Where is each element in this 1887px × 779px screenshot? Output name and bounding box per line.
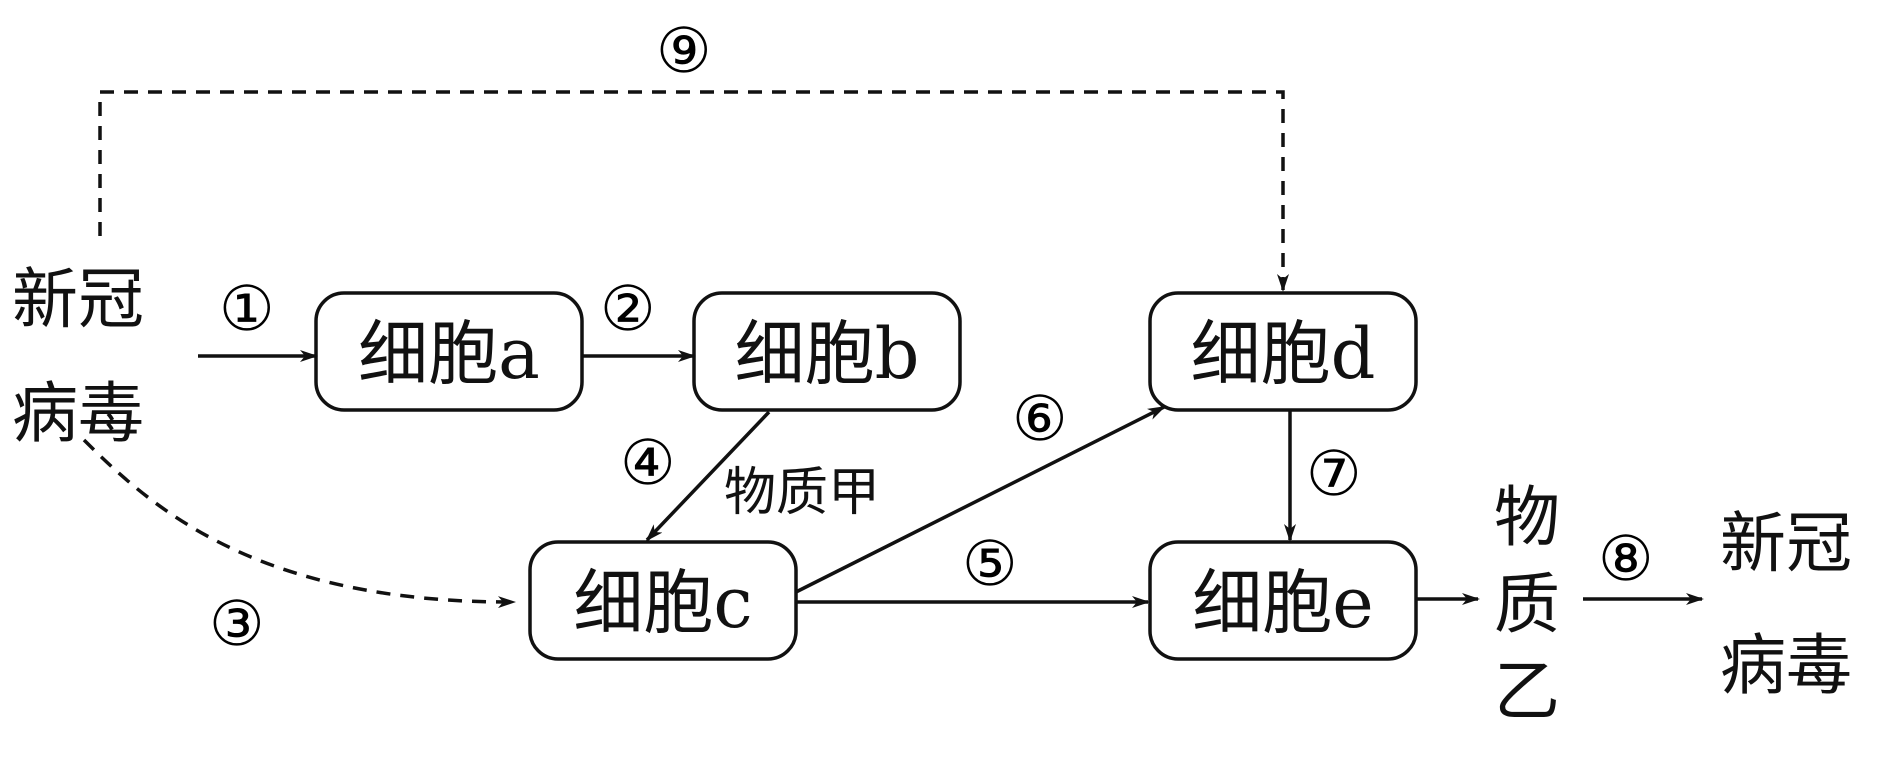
dashed-arrow-virus-to-cell-c [82, 438, 516, 609]
step-7-label: ⑦ [1306, 437, 1362, 510]
step-labels: ① ② ③ ④ ⑤ ⑥ ⑦ ⑧ ⑨ [209, 14, 1654, 660]
substance-a-label: 物质甲 [724, 463, 880, 523]
substance-b-line2: 质 [1494, 566, 1560, 643]
arrow-cell-c-to-cell-d [795, 405, 1166, 594]
substance-b-line3: 乙 [1494, 653, 1560, 730]
step-5-label: ⑤ [962, 527, 1018, 600]
cell-a-box: 细胞a [314, 291, 584, 412]
step-9-label: ⑨ [656, 14, 712, 87]
substance-b-line1: 物 [1494, 479, 1560, 556]
cell-c-label: 细胞c [573, 562, 752, 644]
step-8-label: ⑧ [1598, 522, 1654, 595]
virus-end-line2: 病毒 [1720, 627, 1852, 704]
virus-start-line1: 新冠 [12, 261, 144, 338]
virus-start-line2: 病毒 [12, 375, 144, 452]
cell-e-box: 细胞e [1148, 540, 1418, 661]
cell-b-label: 细胞b [735, 313, 920, 395]
cell-b-box: 细胞b [692, 291, 962, 412]
step-3-label: ③ [209, 587, 265, 660]
step-1-label: ① [219, 272, 275, 345]
arrow-cell-b-to-cell-c [645, 410, 771, 542]
step-2-label: ② [600, 272, 656, 345]
cell-e-label: 细胞e [1192, 562, 1373, 644]
step-6-label: ⑥ [1012, 382, 1068, 455]
dashed-arrow-virus-to-cell-d [98, 90, 1289, 292]
cell-a-label: 细胞a [358, 313, 540, 395]
cell-c-box: 细胞c [528, 540, 798, 661]
virus-end-line1: 新冠 [1720, 505, 1852, 582]
cell-d-box: 细胞d [1148, 291, 1418, 412]
cell-d-label: 细胞d [1191, 313, 1376, 395]
step-4-label: ④ [620, 426, 676, 499]
